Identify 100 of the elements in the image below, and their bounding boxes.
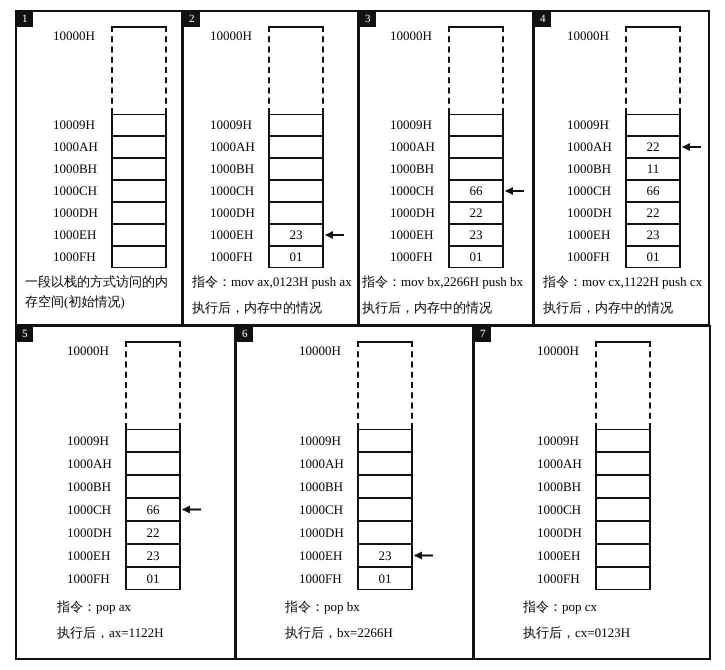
dashed-memory-region bbox=[625, 26, 681, 114]
pointer-arrow bbox=[505, 187, 524, 195]
memory-cell bbox=[357, 475, 413, 498]
panel-frame bbox=[235, 325, 474, 660]
memory-cell: 66 bbox=[448, 180, 504, 202]
address-label: 10009H bbox=[53, 116, 96, 134]
memory-cell bbox=[448, 114, 504, 136]
memory-cell bbox=[111, 136, 167, 158]
memory-cell: 23 bbox=[268, 224, 324, 246]
address-label: 1000DH bbox=[537, 524, 583, 542]
address-label: 1000CH bbox=[390, 182, 436, 200]
caption-text: 执行后，bx=2266H bbox=[285, 624, 394, 642]
address-label: 1000FH bbox=[53, 248, 97, 266]
address-label: 1000CH bbox=[53, 182, 98, 200]
address-label: 1000BH bbox=[537, 478, 582, 496]
address-label: 1000BH bbox=[299, 478, 344, 496]
address-label: 1000CH bbox=[299, 500, 344, 518]
memory-cell bbox=[357, 521, 413, 544]
memory-cell: 23 bbox=[357, 544, 413, 567]
memory-cell: 22 bbox=[625, 136, 681, 158]
memory-cell bbox=[111, 180, 167, 202]
address-label: 10000H bbox=[210, 27, 253, 45]
memory-cell bbox=[595, 544, 651, 567]
memory-cell bbox=[111, 246, 167, 268]
panel-frame bbox=[358, 10, 534, 326]
address-label: 1000DH bbox=[567, 204, 613, 222]
panel-number: 3 bbox=[360, 12, 376, 27]
memory-cell bbox=[595, 498, 651, 521]
caption-text: 指令：pop ax bbox=[57, 598, 132, 616]
panel-frame bbox=[15, 10, 183, 326]
panel-number: 2 bbox=[184, 12, 200, 27]
address-label: 10009H bbox=[67, 432, 110, 450]
memory-cell: 23 bbox=[448, 224, 504, 246]
memory-cell: 22 bbox=[625, 202, 681, 224]
address-label: 1000BH bbox=[210, 160, 256, 178]
address-label: 1000DH bbox=[210, 204, 256, 222]
memory-cell bbox=[595, 429, 651, 452]
memory-cell: 23 bbox=[625, 224, 681, 246]
address-label: 1000CH bbox=[210, 182, 256, 200]
caption-text: 指令：pop bx bbox=[285, 598, 361, 616]
address-label: 1000AH bbox=[53, 138, 99, 156]
address-label: 1000FH bbox=[390, 248, 434, 266]
address-label: 10009H bbox=[567, 116, 610, 134]
memory-cell: 01 bbox=[268, 246, 324, 268]
memory-cell bbox=[448, 136, 504, 158]
caption-text: 执行后，内存中的情况 bbox=[543, 299, 674, 317]
address-label: 10009H bbox=[299, 432, 342, 450]
dashed-memory-region bbox=[125, 341, 181, 429]
address-label: 1000CH bbox=[67, 500, 112, 518]
address-label: 1000AH bbox=[210, 138, 256, 156]
dashed-memory-region bbox=[595, 341, 651, 429]
address-label: 1000CH bbox=[567, 182, 612, 200]
caption-text: 执行后，ax=1122H bbox=[57, 624, 165, 642]
memory-cell bbox=[448, 158, 504, 180]
memory-cell: 11 bbox=[625, 158, 681, 180]
panel-number: 4 bbox=[535, 12, 550, 27]
address-label: 10000H bbox=[390, 27, 433, 45]
address-label: 1000FH bbox=[537, 570, 581, 588]
caption-text: 一段以栈的方式访问的内存空间(初始情况) bbox=[25, 273, 169, 311]
pointer-arrow bbox=[182, 506, 201, 514]
memory-cell bbox=[268, 180, 324, 202]
address-label: 1000FH bbox=[299, 570, 343, 588]
memory-cell bbox=[111, 224, 167, 246]
memory-cell bbox=[595, 521, 651, 544]
address-label: 1000FH bbox=[67, 570, 111, 588]
address-label: 1000BH bbox=[567, 160, 612, 178]
address-label: 1000EH bbox=[390, 226, 434, 244]
panel-number: 7 bbox=[475, 327, 490, 342]
address-label: 1000FH bbox=[210, 248, 254, 266]
panel-frame bbox=[473, 325, 711, 660]
address-label: 1000AH bbox=[390, 138, 436, 156]
address-label: 1000DH bbox=[299, 524, 345, 542]
address-label: 1000EH bbox=[53, 226, 98, 244]
caption-text: 执行后，cx=0123H bbox=[523, 624, 631, 642]
memory-cell bbox=[595, 452, 651, 475]
caption-text: 指令：mov bx,2266H push bx bbox=[362, 273, 524, 291]
memory-cell: 66 bbox=[125, 498, 181, 521]
address-label: 1000AH bbox=[67, 454, 113, 472]
panel-number: 6 bbox=[237, 327, 252, 342]
address-label: 1000EH bbox=[537, 546, 582, 564]
memory-cell bbox=[268, 158, 324, 180]
pointer-arrow bbox=[325, 231, 344, 239]
caption-text: 指令：mov ax,0123H push ax bbox=[192, 273, 353, 291]
address-label: 1000BH bbox=[67, 478, 112, 496]
address-label: 10000H bbox=[67, 342, 110, 360]
memory-cell bbox=[357, 429, 413, 452]
memory-cell: 66 bbox=[625, 180, 681, 202]
panel-number: 1 bbox=[17, 12, 32, 27]
address-label: 1000EH bbox=[210, 226, 254, 244]
caption-text: 指令：pop cx bbox=[523, 598, 598, 616]
caption-text: 执行后，内存中的情况 bbox=[192, 299, 323, 317]
panel-number: 5 bbox=[17, 327, 32, 342]
dashed-memory-region bbox=[448, 26, 504, 114]
memory-cell bbox=[125, 452, 181, 475]
dashed-memory-region bbox=[357, 341, 413, 429]
memory-cell bbox=[111, 202, 167, 224]
memory-cell: 23 bbox=[125, 544, 181, 567]
caption-text: 指令：mov cx,1122H push cx bbox=[543, 273, 704, 291]
memory-cell: 01 bbox=[125, 567, 181, 590]
memory-cell: 01 bbox=[357, 567, 413, 590]
